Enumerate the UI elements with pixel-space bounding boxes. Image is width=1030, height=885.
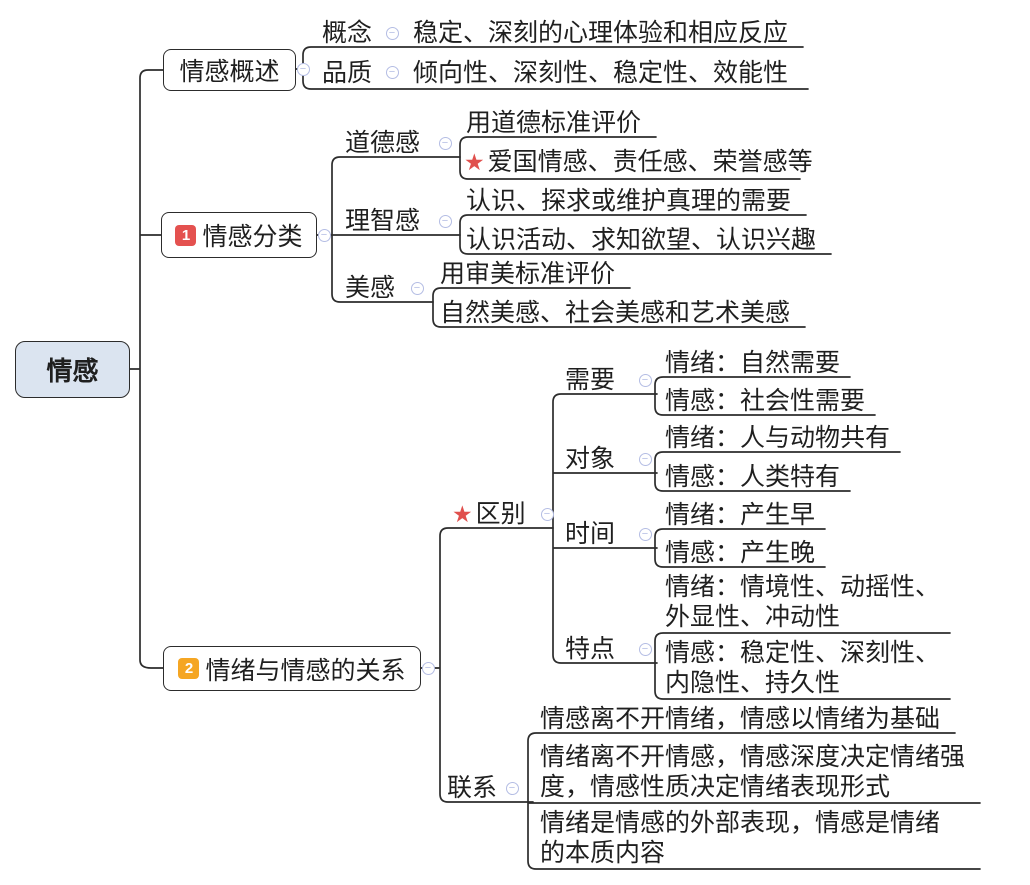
topic-overview-label: 情感概述 bbox=[179, 58, 280, 86]
topic-object-label[interactable]: 对象 bbox=[565, 445, 616, 473]
topic-connection-point3[interactable]: 情绪是情感的外部表现，情感是情绪 的本质内容 bbox=[540, 808, 940, 868]
topic-need-feeling[interactable]: 情感：社会性需要 bbox=[665, 387, 866, 415]
topic-trait-feeling[interactable]: 情感：稳定性、深刻性、 内隐性、持久性 bbox=[665, 638, 940, 698]
topic-aesthetic-label[interactable]: 美感 bbox=[345, 274, 396, 302]
topic-trait-feeling-line1: 情感：稳定性、深刻性、 bbox=[665, 639, 941, 667]
topic-connection-point3-line2: 的本质内容 bbox=[540, 839, 666, 867]
topic-connection-point2-line2: 度，情感性质决定情绪表现形式 bbox=[540, 773, 891, 801]
topic-connection-point1[interactable]: 情感离不开情绪，情感以情绪为基础 bbox=[540, 705, 941, 733]
topic-need-emotion[interactable]: 情绪：自然需要 bbox=[665, 349, 841, 377]
topic-classification[interactable]: 1 情感分类 bbox=[161, 212, 317, 258]
topic-classification-label: 情感分类 bbox=[202, 223, 303, 251]
collapse-icon[interactable]: − bbox=[438, 136, 452, 150]
collapse-icon[interactable]: − bbox=[505, 781, 519, 795]
collapse-icon[interactable]: − bbox=[385, 26, 399, 40]
topic-overview[interactable]: 情感概述 bbox=[163, 49, 296, 91]
collapse-icon[interactable]: − bbox=[385, 65, 399, 79]
topic-object-feeling[interactable]: 情感：人类特有 bbox=[665, 463, 841, 491]
root-topic-label: 情感 bbox=[46, 356, 99, 386]
topic-difference[interactable]: ★区别 bbox=[452, 499, 526, 529]
topic-connection-point2[interactable]: 情绪离不开情感，情感深度决定情绪强 度，情感性质决定情绪表现形式 bbox=[540, 742, 965, 802]
collapse-icon[interactable]: − bbox=[317, 228, 331, 242]
collapse-icon[interactable]: − bbox=[296, 62, 310, 76]
topic-need-label[interactable]: 需要 bbox=[565, 366, 616, 394]
topic-aesthetic-examples[interactable]: 自然美感、社会美感和艺术美感 bbox=[440, 299, 791, 327]
topic-rational-examples[interactable]: 认识活动、求知欲望、认识兴趣 bbox=[466, 226, 817, 254]
topic-rational-label[interactable]: 理智感 bbox=[345, 207, 421, 235]
topic-relation-label: 情绪与情感的关系 bbox=[205, 656, 406, 685]
topic-time-feeling[interactable]: 情感：产生晚 bbox=[665, 539, 816, 567]
topic-relation[interactable]: 2 情绪与情感的关系 bbox=[163, 646, 421, 691]
topic-connection-point3-line1: 情绪是情感的外部表现，情感是情绪 bbox=[540, 809, 941, 837]
star-icon: ★ bbox=[464, 149, 485, 175]
topic-trait-emotion[interactable]: 情绪：情境性、动摇性、 外显性、冲动性 bbox=[665, 572, 940, 632]
collapse-icon[interactable]: − bbox=[638, 452, 652, 466]
collapse-icon[interactable]: − bbox=[410, 281, 424, 295]
topic-moral-examples[interactable]: ★爱国情感、责任感、荣誉感等 bbox=[464, 147, 813, 177]
topic-object-emotion[interactable]: 情绪：人与动物共有 bbox=[665, 424, 891, 452]
topic-trait-emotion-line1: 情绪：情境性、动摇性、 bbox=[665, 573, 941, 601]
topic-moral-criterion[interactable]: 用道德标准评价 bbox=[466, 109, 642, 137]
priority-2-badge: 2 bbox=[178, 658, 200, 679]
topic-trait-emotion-line2: 外显性、冲动性 bbox=[665, 603, 841, 631]
priority-1-badge: 1 bbox=[175, 224, 197, 246]
collapse-icon[interactable]: − bbox=[421, 661, 435, 675]
topic-quality-value[interactable]: 倾向性、深刻性、稳定性、效能性 bbox=[413, 59, 789, 87]
topic-moral-examples-text: 爱国情感、责任感、荣誉感等 bbox=[487, 148, 813, 176]
topic-trait-feeling-line2: 内隐性、持久性 bbox=[665, 669, 841, 697]
topic-time-emotion[interactable]: 情绪：产生早 bbox=[665, 501, 816, 529]
collapse-icon[interactable]: − bbox=[540, 507, 554, 521]
topic-trait-label[interactable]: 特点 bbox=[565, 635, 616, 663]
topic-concept-value[interactable]: 稳定、深刻的心理体验和相应反应 bbox=[413, 19, 789, 47]
topic-connection-point2-line1: 情绪离不开情感，情感深度决定情绪强 bbox=[540, 743, 966, 771]
topic-aesthetic-criterion[interactable]: 用审美标准评价 bbox=[440, 260, 616, 288]
collapse-icon[interactable]: − bbox=[638, 527, 652, 541]
topic-rational-criterion[interactable]: 认识、探求或维护真理的需要 bbox=[466, 187, 792, 215]
topic-connection-label[interactable]: 联系 bbox=[447, 774, 498, 802]
star-icon: ★ bbox=[452, 501, 473, 527]
collapse-icon[interactable]: − bbox=[638, 642, 652, 656]
topic-concept-label[interactable]: 概念 bbox=[322, 19, 373, 47]
collapse-icon[interactable]: − bbox=[638, 373, 652, 387]
topic-difference-label: 区别 bbox=[475, 500, 526, 528]
topic-quality-label[interactable]: 品质 bbox=[322, 59, 373, 87]
topic-time-label[interactable]: 时间 bbox=[565, 520, 616, 548]
root-topic[interactable]: 情感 bbox=[15, 341, 130, 398]
collapse-icon[interactable]: − bbox=[438, 214, 452, 228]
topic-moral-label[interactable]: 道德感 bbox=[345, 129, 421, 157]
